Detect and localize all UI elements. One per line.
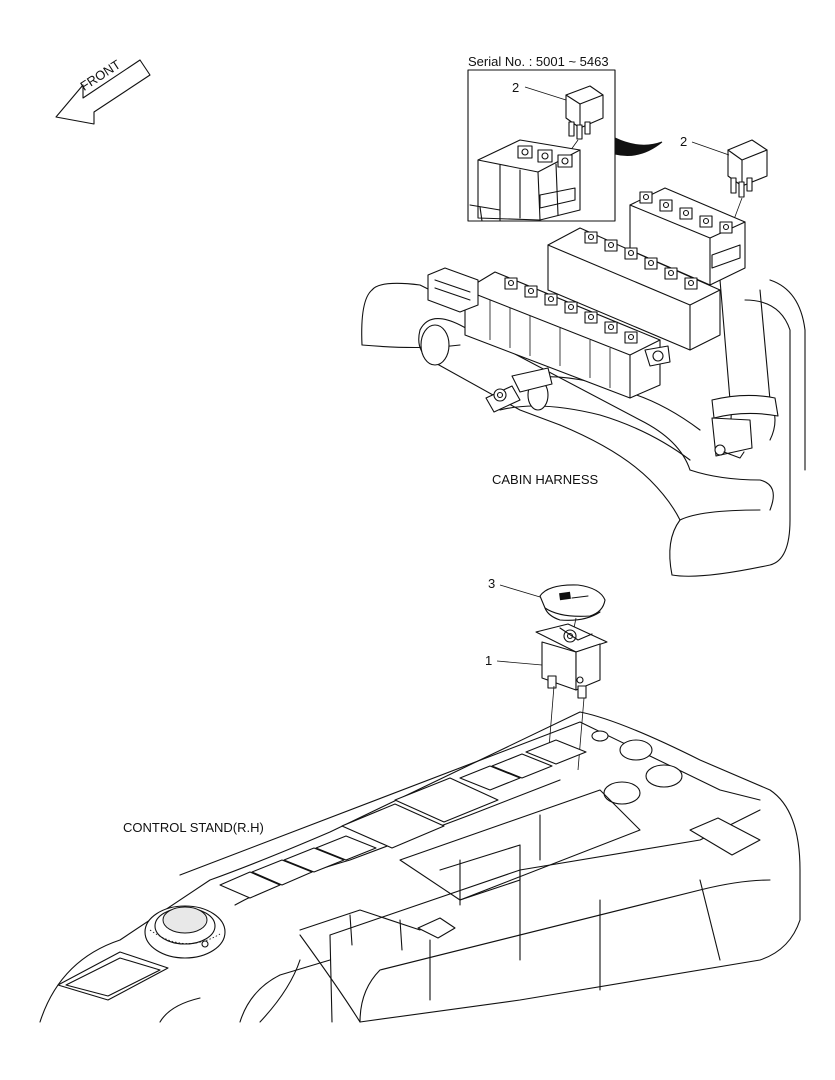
- ground-terminal-icon: [485, 345, 671, 413]
- front-arrow-icon: [55, 59, 151, 125]
- inset-serial-label: Serial No. : 5001 ~ 5463: [468, 54, 609, 69]
- harness-clamp-icon: [711, 394, 779, 459]
- rocker-switch-icon: [535, 623, 608, 771]
- inset-pointer-icon: [614, 137, 663, 156]
- relay-inset-icon: [565, 85, 604, 140]
- cabin-harness-tubes-icon: [361, 279, 806, 577]
- switch-slots-icon: [219, 739, 587, 899]
- callout-switch-body: 1: [485, 653, 493, 668]
- control-stand-icon: [39, 711, 801, 1023]
- switch-cap-icon: [539, 584, 606, 621]
- cabin-harness-label: CABIN HARNESS: [492, 472, 599, 487]
- callout-relay-inset: 2: [512, 80, 520, 95]
- fuse-block-inset-icon: [469, 139, 581, 222]
- inset-detail: [467, 69, 616, 222]
- callout-relay-main: 2: [680, 134, 688, 149]
- fuse-blocks-main-icon: [427, 187, 746, 399]
- callout-switch-cap: 3: [488, 576, 496, 591]
- relay-main-icon: [727, 139, 768, 198]
- control-stand-label: CONTROL STAND(R.H): [123, 820, 264, 835]
